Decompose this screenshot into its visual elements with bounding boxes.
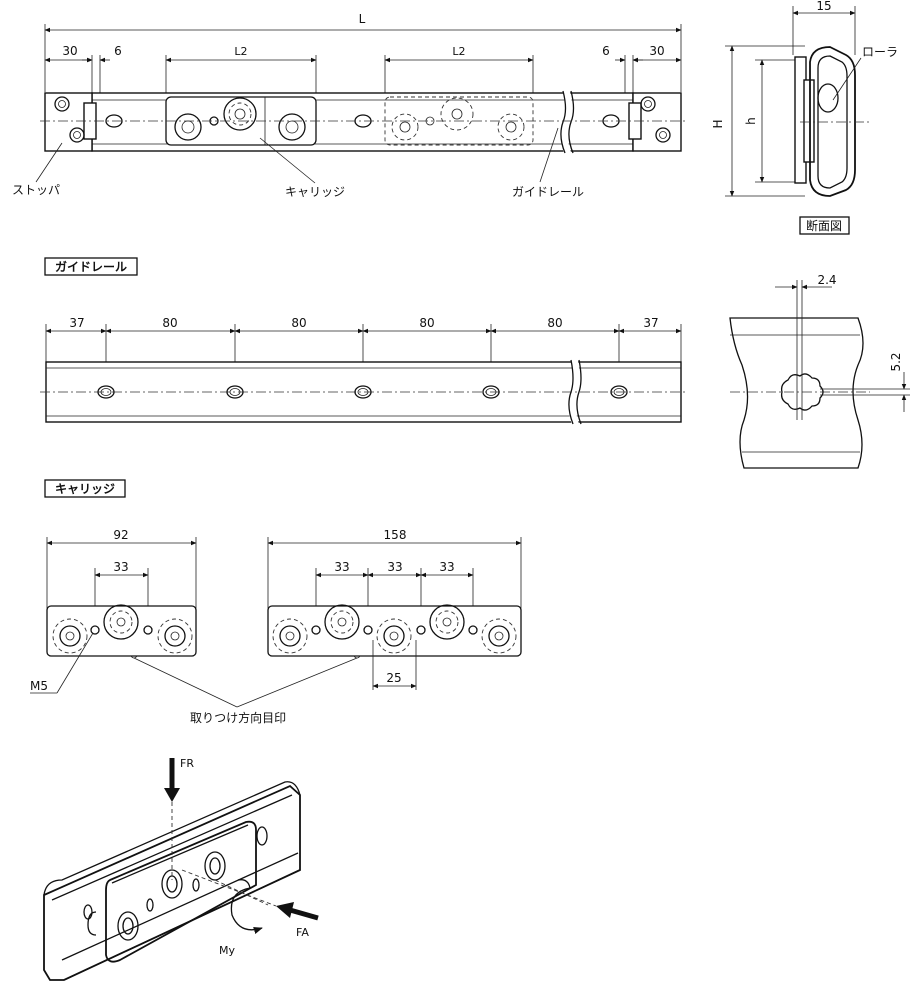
dim-15: 15: [816, 0, 831, 13]
detail-dim-24: 2.4: [817, 273, 836, 287]
carriage-short: [46, 605, 197, 657]
label-m5: M5: [30, 679, 48, 693]
dim-end-left: 30: [62, 44, 77, 58]
rail-dim-4: 80: [547, 316, 562, 330]
rail-dim-0: 37: [69, 316, 84, 330]
dim-L: L: [359, 12, 366, 26]
dim-L2-b: L2: [452, 45, 465, 58]
assembly-view: L 30 6 L2 L2 6 30: [12, 12, 688, 199]
dim-gap-right: 6: [602, 44, 610, 58]
carriage-view: キャリッジ 92 33 158 33 33 33: [30, 479, 522, 725]
long-pitch-3: 33: [439, 560, 454, 574]
dim-end-right: 30: [649, 44, 664, 58]
section-view: 15 H h ローラ 断面図: [711, 0, 898, 235]
isometric-view: FR FA My: [43, 757, 319, 981]
dim-H: H: [711, 119, 725, 128]
label-fa: FA: [296, 926, 309, 939]
long-offset: 25: [386, 671, 401, 685]
label-carriage: キャリッジ: [285, 185, 345, 199]
detail-dim-52: 5.2: [889, 352, 903, 371]
long-pitch-1: 33: [334, 560, 349, 574]
rail-dim-3: 80: [419, 316, 434, 330]
rail-dim-5: 37: [643, 316, 658, 330]
long-pitch-2: 33: [387, 560, 402, 574]
rail-dim-2: 80: [291, 316, 306, 330]
guiderail-heading: ガイドレール: [55, 259, 127, 274]
label-fr: FR: [180, 757, 194, 770]
label-guiderail: ガイドレール: [512, 185, 584, 199]
guiderail-view: ガイドレール 37 80 80 80 80 37: [40, 257, 910, 469]
section-title: 断面図: [806, 218, 842, 233]
short-length: 92: [113, 528, 128, 542]
rail-dim-1: 80: [162, 316, 177, 330]
dim-gap-left: 6: [114, 44, 122, 58]
label-my: My: [219, 944, 235, 957]
short-pitch: 33: [113, 560, 128, 574]
carriage-heading: キャリッジ: [55, 482, 115, 496]
dim-h: h: [744, 117, 758, 125]
label-stopper: ストッパ: [12, 183, 60, 197]
label-roller: ローラ: [862, 45, 898, 59]
dim-L2-a: L2: [234, 45, 247, 58]
label-mark: 取りつけ方向目印: [190, 710, 286, 725]
long-length: 158: [384, 528, 407, 542]
